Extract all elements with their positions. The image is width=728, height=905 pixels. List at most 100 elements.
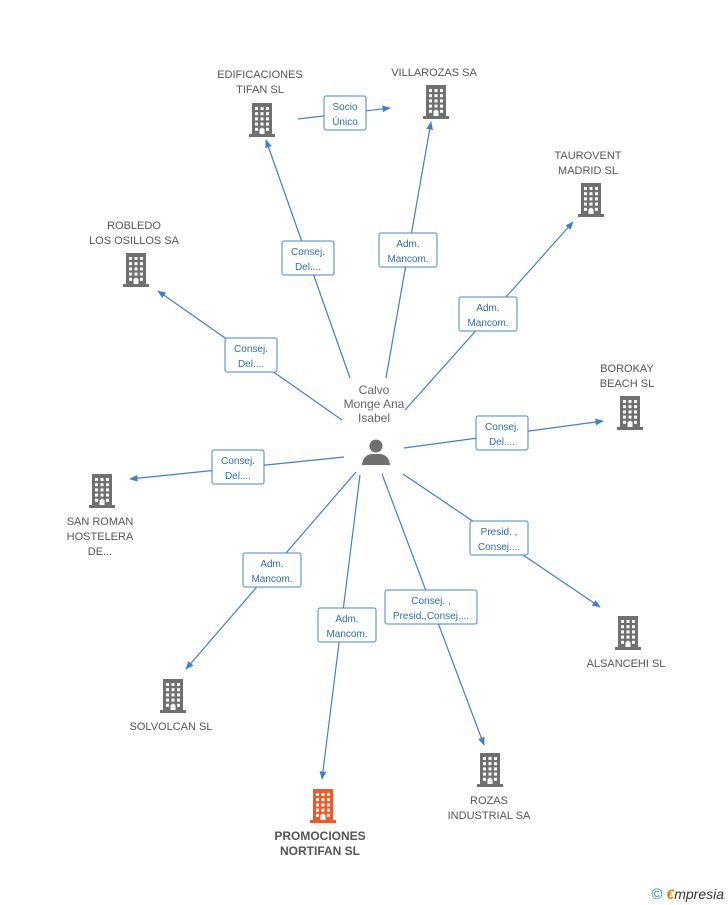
relation-label-box	[281, 240, 335, 276]
relation-label-text: Adm. Mancom.	[387, 239, 428, 265]
relation-label[interactable]: Consej. Del....	[224, 337, 278, 373]
relation-label-text: Consej.Del....	[221, 456, 255, 482]
relation-label-box	[469, 520, 529, 556]
person-name-line: Calvo	[359, 383, 390, 397]
relation-label-box	[323, 95, 367, 131]
relation-label-line: Mancom.	[326, 629, 367, 640]
sanroman-name-line: DE...	[88, 546, 112, 558]
edificaciones-building-icon[interactable]	[249, 103, 275, 137]
relation-label[interactable]: Consej.Del....	[211, 449, 265, 485]
relation-label-line: Presid.,Consej....	[393, 611, 469, 622]
relation-label-line: Consej....	[478, 542, 520, 553]
borokay-name-line: BOROKAY	[600, 363, 654, 375]
relation-label[interactable]: Adm. Mancom.	[242, 552, 302, 588]
relation-label-box	[211, 449, 265, 485]
relation-label-text: Presid. ,Consej....	[478, 527, 520, 553]
sanroman-name-line: SAN ROMAN	[67, 516, 134, 528]
brand-initial: €	[666, 886, 675, 902]
solvolcan-building-icon[interactable]	[160, 679, 186, 713]
relation-label-line: Único	[332, 115, 358, 128]
edges-layer	[129, 105, 604, 780]
solvolcan-name: SOLVOLCAN SL	[130, 721, 213, 733]
relation-label-line: Mancom.	[467, 318, 508, 329]
relation-label-line: Adm.	[260, 559, 283, 570]
edificaciones-name: EDIFICACIONES TIFAN SL	[217, 69, 303, 96]
relation-label-line: Adm.	[396, 239, 419, 250]
relation-label-line: Adm.	[335, 614, 358, 625]
borokay-name-line: BEACH SL	[600, 378, 654, 390]
villarozas-building-icon[interactable]	[423, 85, 449, 119]
relation-label-box	[458, 296, 518, 332]
relation-label-line: Mancom.	[251, 574, 292, 585]
relation-label-text: Consej. , Presid.,Consej....	[393, 596, 469, 622]
relation-label-text: Consej. Del....	[234, 344, 268, 370]
taurovent-name-line: MADRID SL	[558, 165, 618, 177]
alsancehi-name: ALSANCEHI SL	[587, 658, 666, 670]
relation-label-box	[317, 607, 377, 643]
relation-label[interactable]: Adm. Mancom.	[378, 232, 438, 268]
relation-label-line: Consej.	[485, 422, 519, 433]
relation-label-line: Del....	[225, 471, 251, 482]
sanroman-name-line: HOSTELERA	[67, 531, 134, 543]
borokay-building-icon[interactable]	[617, 396, 643, 430]
relation-label[interactable]: Consej. Del....	[475, 415, 529, 451]
person-icon[interactable]	[362, 439, 390, 466]
relation-label[interactable]: Consej. Del....	[281, 240, 335, 276]
promociones-name-line: NORTIFAN SL	[280, 844, 360, 858]
villarozas-name: VILLAROZAS SA	[391, 67, 477, 79]
relation-label-line: Del....	[238, 359, 264, 370]
relation-label-line: Del....	[295, 262, 321, 273]
footer-brand[interactable]: ©€mpresia	[651, 886, 724, 903]
relation-label-text: Consej. Del....	[291, 247, 325, 273]
relation-label[interactable]: Consej. , Presid.,Consej....	[384, 589, 478, 625]
rozas-name-line: ROZAS	[470, 795, 508, 807]
relation-label[interactable]: Adm. Mancom.	[458, 296, 518, 332]
taurovent-building-icon[interactable]	[578, 183, 604, 217]
taurovent-name-line: TAUROVENT	[554, 150, 621, 162]
relation-label-text: Adm. Mancom.	[251, 559, 292, 585]
villarozas-name-line: VILLAROZAS SA	[391, 67, 477, 79]
relation-label-box	[224, 337, 278, 373]
relation-label-line: Mancom.	[387, 254, 428, 265]
brand-name: mpresia	[674, 886, 724, 902]
relation-label-box	[384, 589, 478, 625]
relation-label-line: Consej. ,	[411, 596, 450, 607]
borokay-name: BOROKAY BEACH SL	[600, 363, 655, 390]
relation-label-box	[242, 552, 302, 588]
sanroman-name: SAN ROMAN HOSTELERA DE...	[67, 516, 134, 558]
robledo-building-icon[interactable]	[123, 253, 149, 287]
relation-label-line: Del....	[489, 437, 515, 448]
alsancehi-building-icon[interactable]	[615, 616, 641, 650]
robledo-name-line: LOS OSILLOS SA	[89, 235, 180, 247]
relation-label[interactable]: Presid. ,Consej....	[469, 520, 529, 556]
relation-label-line: Socio	[332, 102, 357, 113]
relation-label-line: Consej.	[291, 247, 325, 258]
relation-label-box	[378, 232, 438, 268]
person-name-line: Isabel	[358, 411, 390, 425]
rozas-name-line: INDUSTRIAL SA	[448, 810, 531, 822]
relation-label-text: Adm. Mancom.	[326, 614, 367, 640]
promociones-name-line: PROMOCIONES	[274, 829, 365, 843]
copyright-icon: ©	[651, 886, 663, 903]
person-name-line: Monge Ana	[344, 397, 405, 411]
alsancehi-name-line: ALSANCEHI SL	[587, 658, 666, 670]
relation-label-line: Adm.	[476, 303, 499, 314]
rozas-building-icon[interactable]	[477, 753, 503, 787]
edificaciones-name-line: EDIFICACIONES	[217, 69, 303, 81]
promociones-building-icon[interactable]	[310, 789, 336, 823]
relation-label-text: Consej. Del....	[485, 422, 519, 448]
solvolcan-name-line: SOLVOLCAN SL	[130, 721, 213, 733]
relation-label-text: Adm. Mancom.	[467, 303, 508, 329]
relation-label[interactable]: Adm. Mancom.	[317, 607, 377, 643]
relation-label-line: Consej.	[234, 344, 268, 355]
sanroman-building-icon[interactable]	[89, 474, 115, 508]
relation-label-box	[475, 415, 529, 451]
edificaciones-name-line: TIFAN SL	[236, 84, 284, 96]
